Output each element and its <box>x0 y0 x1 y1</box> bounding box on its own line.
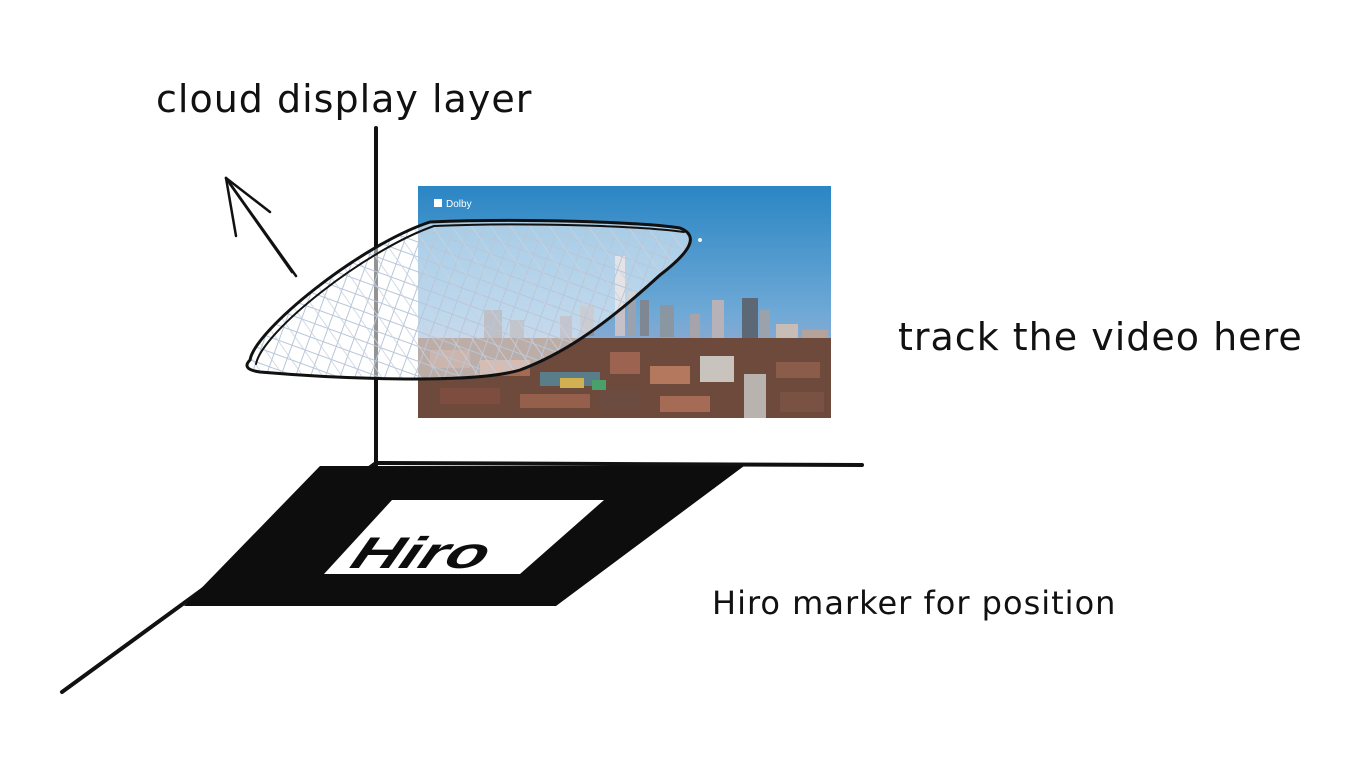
dolby-logo-icon <box>434 199 442 207</box>
horizontal-axis <box>376 463 862 465</box>
label-hiro-marker: Hiro marker for position <box>712 584 1116 622</box>
label-track-video: track the video here <box>898 315 1303 359</box>
dolby-badge-text: Dolby <box>446 199 472 210</box>
hiro-marker: Hiro <box>184 466 744 606</box>
moon-icon <box>698 238 702 242</box>
up-arrow-icon <box>226 178 296 276</box>
label-cloud-display-layer: cloud display layer <box>156 77 532 121</box>
marker-text: Hiro <box>344 529 499 578</box>
